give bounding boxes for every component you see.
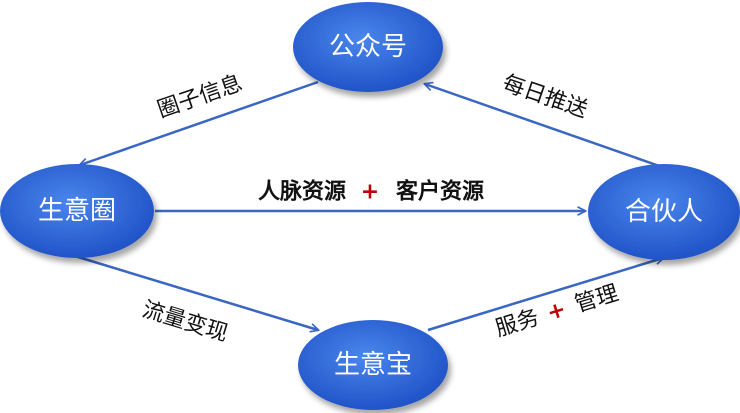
edge-label-liuliang-bianxian: 流量变现	[139, 297, 230, 347]
node-shengyibao-label: 生意宝	[334, 350, 412, 380]
node-gongzhonghao: 公众号	[293, 2, 443, 92]
edge-label-renmai-ziyuan: 人脉资源	[258, 180, 346, 205]
edge-label-quanzi-xinxi: 圈子信息	[154, 71, 245, 123]
node-shengyibao: 生意宝	[298, 320, 448, 410]
edge-label-guanli: 管理	[572, 281, 621, 318]
edge-shengyiquan-to-shengyibao	[77, 255, 318, 330]
edge-huoban-to-gongzhonghao	[425, 84, 666, 170]
node-shengyiquan-label: 生意圈	[38, 196, 116, 226]
plus-sign-fuwu-guanli: +	[544, 297, 569, 326]
edge-label-kehu-ziyuan: 客户资源	[396, 179, 484, 205]
edge-shengyibao-to-huoban	[427, 258, 663, 332]
edge-gongzhonghao-to-shengyiquan	[80, 80, 319, 165]
plus-sign-resources: +	[361, 180, 379, 205]
edge-label-resources: 人脉资源 + 客户资源	[258, 179, 484, 205]
node-huoban-label: 合伙人	[625, 197, 703, 227]
node-gongzhonghao-label: 公众号	[329, 32, 407, 62]
edge-label-fuwu: 服务	[493, 305, 542, 342]
node-shengyiquan: 生意圈	[0, 164, 154, 258]
node-huoban: 合伙人	[588, 164, 740, 260]
